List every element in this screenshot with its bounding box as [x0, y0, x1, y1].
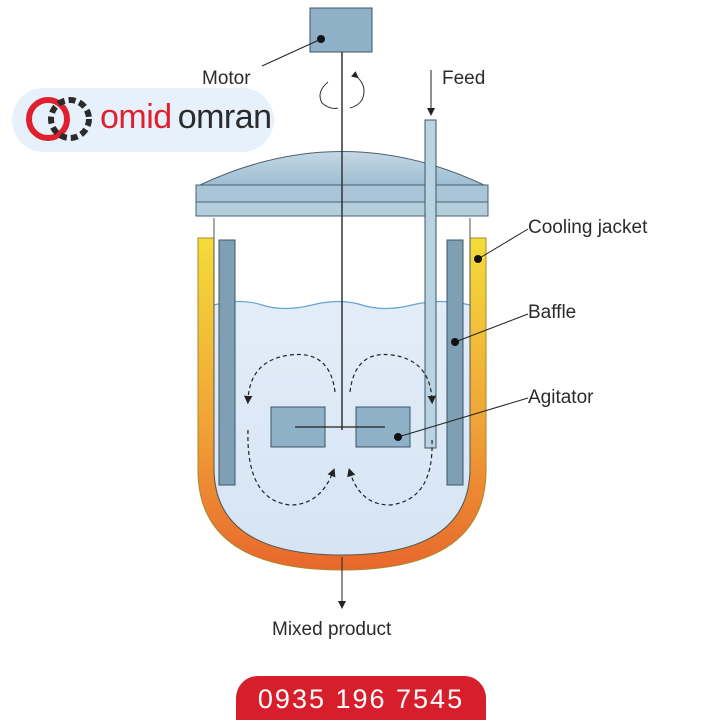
- rotation-arrow-left: [319, 81, 339, 109]
- vessel-wall: [213, 218, 471, 556]
- feed-pipe: [424, 119, 437, 449]
- agitator-dot: [394, 433, 402, 441]
- label-cooling-jacket: Cooling jacket: [528, 217, 648, 238]
- phone-banner[interactable]: 0935 196 7545: [236, 676, 486, 720]
- baffle-right: [446, 239, 464, 486]
- label-mixed-product: Mixed product: [272, 619, 392, 640]
- baffle-left: [218, 239, 236, 486]
- baffle-leader: [454, 313, 529, 343]
- motor-indicator: [317, 35, 325, 43]
- label-feed: Feed: [442, 68, 486, 89]
- cooling-jacket-dot: [474, 255, 482, 263]
- baffle-dot: [451, 338, 459, 346]
- flow-arrows: [244, 353, 436, 506]
- liquid-surface: [213, 300, 471, 310]
- label-baffle: Baffle: [528, 302, 577, 323]
- brand-name-part1: omid: [100, 98, 172, 136]
- label-agitator: Agitator: [528, 387, 594, 408]
- brand-name-part2: omran: [177, 98, 272, 136]
- motor-box: [309, 7, 373, 53]
- cooling-jacket-leader: [477, 228, 529, 260]
- agitator-leader: [397, 397, 529, 438]
- motor-leader: [261, 39, 320, 67]
- rotation-arrow-right: [349, 71, 365, 109]
- label-motor: Motor: [202, 68, 251, 89]
